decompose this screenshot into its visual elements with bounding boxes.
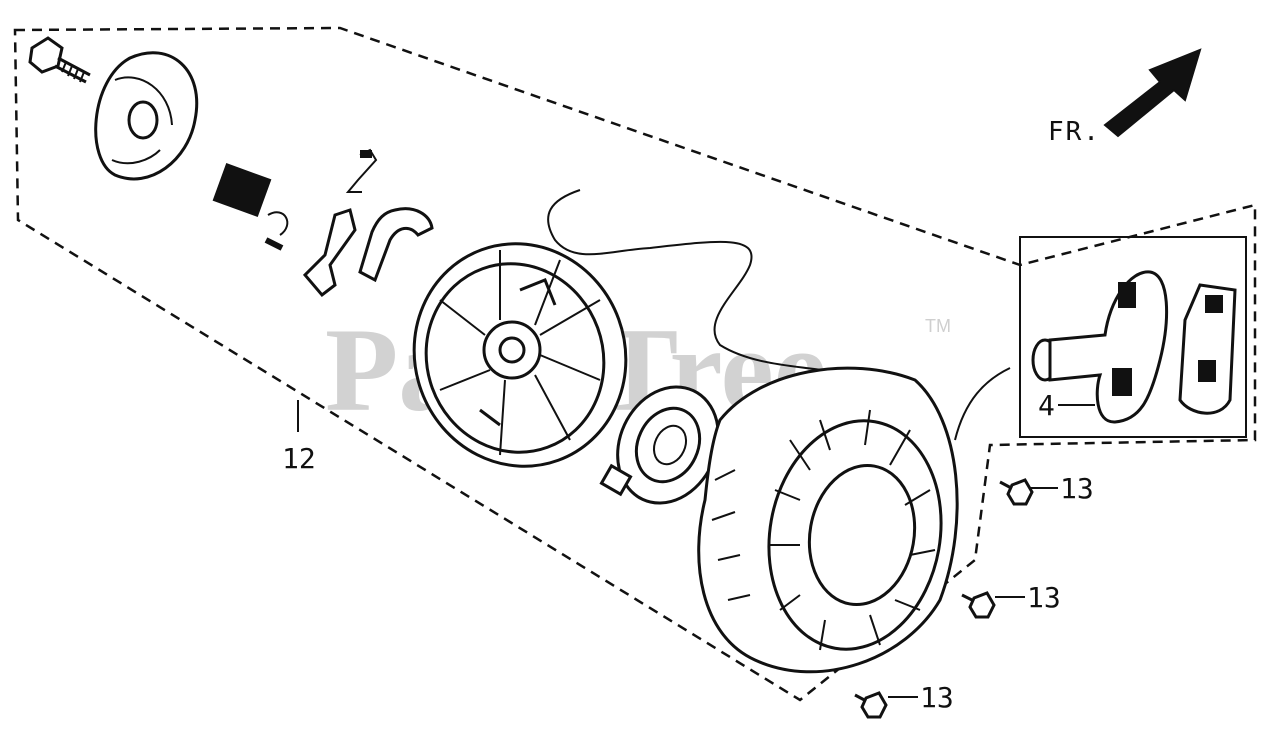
recoil-spring-part	[599, 385, 720, 505]
small-spring-clip-part	[345, 148, 378, 193]
assembly-boundary	[13, 26, 1257, 702]
coil-spring-part	[212, 162, 289, 251]
grip-cover-part	[1178, 283, 1237, 415]
rope-end	[954, 367, 1011, 441]
case-bolt-part-2	[961, 591, 996, 619]
starter-case-part	[697, 366, 959, 674]
watermark-trademark: TM	[925, 316, 951, 336]
front-direction-arrow	[1103, 48, 1202, 138]
callout-12: 12	[282, 442, 316, 475]
starter-grip-part	[1031, 270, 1168, 424]
ratchet-plate-part	[94, 51, 199, 181]
flange-bolt-part	[28, 36, 91, 84]
handle-group-frame	[1019, 236, 1247, 438]
recoil-pulley-part	[412, 242, 628, 468]
front-direction-label: FR.	[1048, 117, 1101, 147]
ratchet-pawl-part	[302, 208, 357, 298]
case-bolt-part-1	[999, 478, 1034, 506]
case-bolt-part-3	[854, 691, 888, 719]
callout-4: 4	[1038, 389, 1055, 422]
starter-rope	[547, 189, 841, 376]
ratchet-guide-part	[358, 207, 434, 283]
callout-13-third: 13	[920, 681, 954, 714]
callout-13-first: 13	[1060, 472, 1094, 505]
callout-13-second: 13	[1027, 581, 1061, 614]
